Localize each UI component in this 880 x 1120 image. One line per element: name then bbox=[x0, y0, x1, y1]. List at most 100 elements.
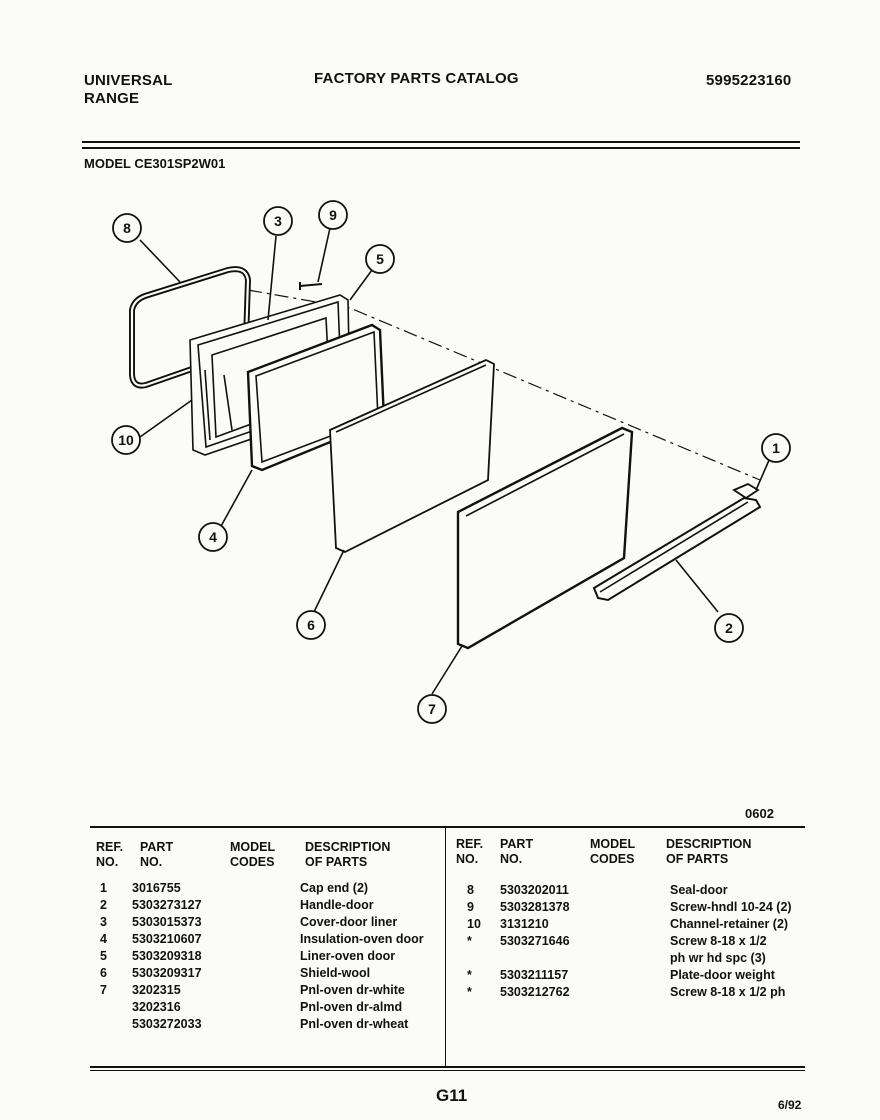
table-cell-part: 5303209317 bbox=[132, 966, 202, 980]
left-header-desc: DESCRIPTION OF PARTS bbox=[305, 840, 391, 869]
catalog-number: 5995223160 bbox=[706, 72, 792, 89]
table-cell-ref: * bbox=[467, 985, 472, 999]
table-cell-part: 3016755 bbox=[132, 881, 181, 895]
table-cell-desc: Liner-oven door bbox=[300, 949, 396, 963]
diagram-code: 0602 bbox=[745, 806, 774, 821]
table-cell-part: 5303209318 bbox=[132, 949, 202, 963]
table-cell-desc: Pnl-oven dr-wheat bbox=[300, 1017, 409, 1031]
part-screw-handle bbox=[299, 282, 323, 290]
brand-line-1: UNIVERSAL bbox=[84, 72, 173, 89]
table-cell-part: 5303210607 bbox=[132, 932, 202, 946]
table-cell-ref: 7 bbox=[100, 983, 107, 997]
callout-7 bbox=[417, 694, 447, 724]
callout-4 bbox=[198, 522, 228, 552]
callout-5-label: 5 bbox=[376, 251, 384, 267]
table-cell-desc: Channel-retainer (2) bbox=[670, 917, 789, 931]
table-cell-ref: 4 bbox=[100, 932, 107, 946]
leader-10 bbox=[139, 399, 193, 438]
table-cell-ref: 6 bbox=[100, 966, 107, 980]
table-cell-ref: * bbox=[467, 968, 472, 982]
header-rule-top bbox=[82, 141, 800, 143]
leader-6 bbox=[312, 549, 345, 615]
table-cell-desc: Cap end (2) bbox=[300, 881, 369, 895]
callout-7-label: 7 bbox=[428, 701, 436, 717]
table-rule-bottom bbox=[90, 1066, 805, 1068]
left-header-model: MODEL CODES bbox=[230, 840, 276, 869]
table-cell-desc: Handle-door bbox=[300, 898, 374, 912]
table-cell-desc: Plate-door weight bbox=[670, 968, 775, 982]
callout-2 bbox=[714, 613, 744, 643]
left-header-ref: REF. NO. bbox=[96, 840, 124, 869]
brand-line-2: RANGE bbox=[84, 90, 140, 107]
table-cell-part: 3202315 bbox=[132, 983, 181, 997]
table-cell-desc: Pnl-oven dr-almd bbox=[300, 1000, 403, 1014]
callout-10 bbox=[111, 425, 141, 455]
table-cell-ref: 1 bbox=[100, 881, 107, 895]
callout-5 bbox=[365, 244, 395, 274]
table-cell-part: 5303281378 bbox=[500, 900, 570, 914]
part-cap-end bbox=[732, 482, 760, 500]
table-cell-ref: 10 bbox=[467, 917, 481, 931]
footer-rule bbox=[90, 1070, 805, 1071]
table-cell-ref: 3 bbox=[100, 915, 107, 929]
table-cell-ref: 5 bbox=[100, 949, 107, 963]
callout-3 bbox=[263, 206, 293, 236]
exploded-parts-diagram: 8 3 9 5 10 4 6 1 2 7 bbox=[111, 200, 791, 724]
callout-4-label: 4 bbox=[209, 529, 217, 545]
leader-8 bbox=[139, 239, 181, 283]
table-cell-desc: Seal-door bbox=[670, 883, 728, 897]
table-cell-desc: Screw 8-18 x 1/2 bbox=[670, 934, 767, 948]
callout-10-label: 10 bbox=[118, 432, 134, 448]
table-cell-desc: Shield-wool bbox=[300, 966, 371, 980]
callout-1-label: 1 bbox=[772, 440, 780, 456]
leader-7 bbox=[431, 645, 463, 695]
catalog-title: FACTORY PARTS CATALOG bbox=[314, 70, 519, 87]
table-cell-ref: 8 bbox=[467, 883, 474, 897]
callout-3-label: 3 bbox=[274, 213, 282, 229]
table-cell-part: 5303202011 bbox=[500, 883, 569, 897]
leader-9 bbox=[317, 227, 331, 283]
table-cell-ref: 2 bbox=[100, 898, 107, 912]
callout-6-label: 6 bbox=[307, 617, 315, 633]
table-cell-ref: 9 bbox=[467, 900, 474, 914]
table-column-divider bbox=[445, 828, 446, 1066]
table-rule-top bbox=[90, 826, 805, 828]
part-shield-wool bbox=[329, 359, 495, 553]
table-cell-part: 5303211157 bbox=[500, 968, 569, 982]
callout-9-label: 9 bbox=[329, 207, 337, 223]
table-cell-desc: Pnl-oven dr-white bbox=[300, 983, 405, 997]
table-cell-part: 5303271646 bbox=[500, 934, 570, 948]
table-cell-part: 5303015373 bbox=[132, 915, 202, 929]
callout-8-label: 8 bbox=[123, 220, 131, 236]
right-header-part: PART NO. bbox=[500, 837, 534, 866]
leader-5 bbox=[349, 269, 373, 301]
table-cell-part: 5303273127 bbox=[132, 898, 202, 912]
page-number: G11 bbox=[436, 1086, 468, 1105]
table-cell-part: 5303272033 bbox=[132, 1017, 202, 1031]
table-cell-desc: Cover-door liner bbox=[300, 915, 398, 929]
table-cell-part: 3131210 bbox=[500, 917, 549, 931]
right-header-model: MODEL CODES bbox=[590, 837, 636, 866]
right-header-desc: DESCRIPTION OF PARTS bbox=[666, 837, 752, 866]
leader-2 bbox=[675, 559, 719, 613]
left-header-part: PART NO. bbox=[140, 840, 174, 869]
callout-1 bbox=[761, 433, 791, 463]
assembly-line bbox=[247, 289, 761, 481]
header-rule-bottom bbox=[82, 147, 800, 149]
callout-8 bbox=[112, 213, 142, 243]
leader-4 bbox=[219, 469, 253, 529]
table-cell-ref: * bbox=[467, 934, 472, 948]
right-header-ref: REF. NO. bbox=[456, 837, 484, 866]
brand-name: UNIVERSAL RANGE bbox=[84, 72, 172, 108]
part-handle-door bbox=[592, 496, 762, 602]
table-cell-desc: Insulation-oven door bbox=[300, 932, 424, 946]
callout-9 bbox=[318, 200, 348, 230]
table-cell-desc: ph wr hd spc (3) bbox=[670, 951, 766, 965]
callout-2-label: 2 bbox=[725, 620, 733, 636]
footer-date: 6/92 bbox=[778, 1098, 802, 1112]
callout-6 bbox=[296, 610, 326, 640]
table-cell-part: 3202316 bbox=[132, 1000, 181, 1014]
leader-3 bbox=[267, 235, 277, 321]
table-cell-desc: Screw 8-18 x 1/2 ph bbox=[670, 985, 786, 999]
model-label: MODEL CE301SP2W01 bbox=[84, 156, 226, 171]
